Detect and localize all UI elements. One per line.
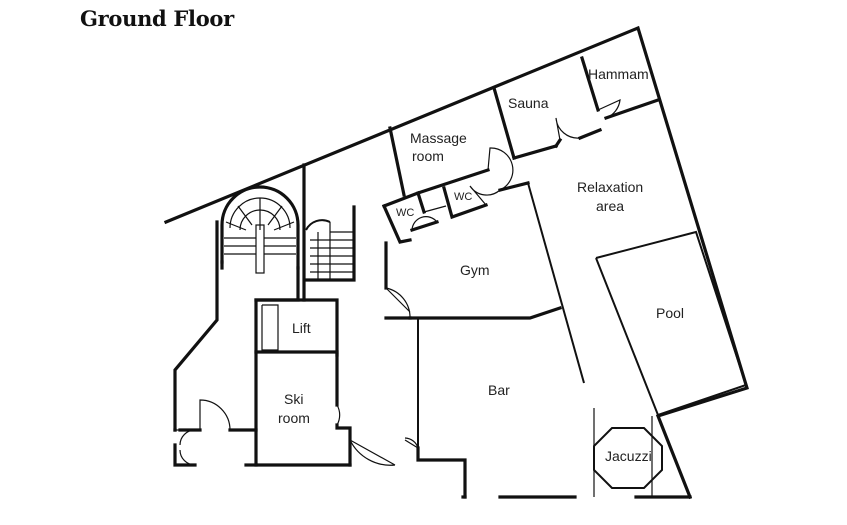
label-relaxation-1: Relaxation	[577, 179, 643, 195]
label-jacuzzi: Jacuzzi	[605, 448, 652, 464]
label-relaxation-2: area	[596, 198, 624, 214]
page-title: Ground Floor	[80, 6, 234, 31]
label-gym: Gym	[460, 262, 490, 278]
outer-walls	[163, 25, 749, 500]
straight-stair	[305, 219, 354, 280]
label-massage-2: room	[412, 148, 444, 164]
jacuzzi-octagon	[593, 427, 663, 489]
room-labels: Hammam Sauna Massage room WC WC Relaxati…	[278, 66, 684, 464]
label-hammam: Hammam	[588, 66, 649, 82]
label-ski-1: Ski	[284, 391, 303, 407]
label-massage-1: Massage	[410, 130, 467, 146]
doors	[175, 99, 621, 466]
label-ski-2: room	[278, 410, 310, 426]
label-wc-1: WC	[396, 207, 414, 219]
interior-walls	[261, 56, 748, 497]
label-sauna: Sauna	[508, 95, 549, 111]
label-pool: Pool	[656, 305, 684, 321]
label-wc-2: WC	[454, 191, 472, 203]
label-bar: Bar	[488, 382, 510, 398]
label-lift: Lift	[292, 320, 311, 336]
spiral-stair	[224, 197, 296, 274]
